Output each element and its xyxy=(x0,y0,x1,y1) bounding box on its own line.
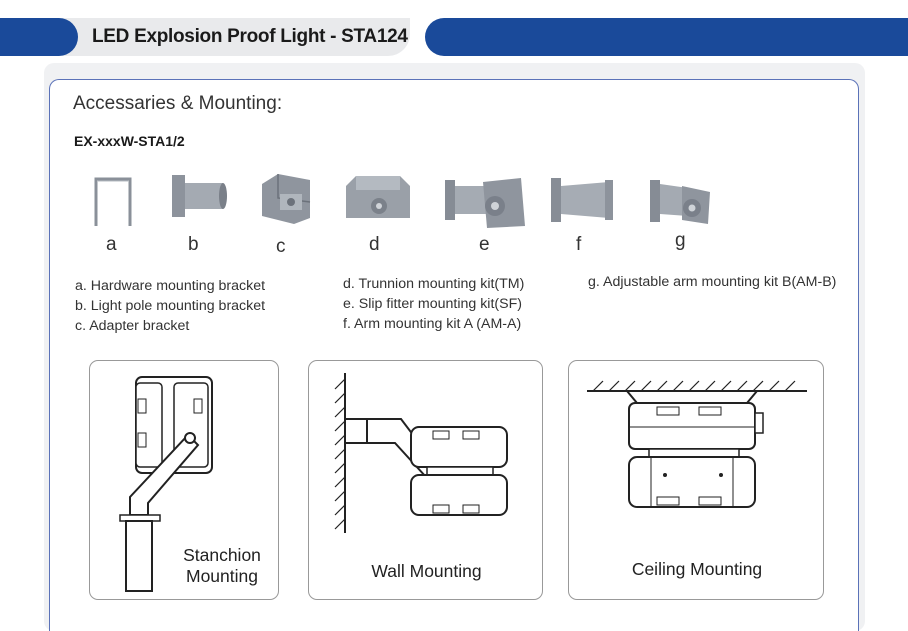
stanchion-label-line1: Stanchion xyxy=(183,545,261,565)
description-b: b. Light pole mounting bracket xyxy=(75,298,266,314)
stanchion-mount-box: Stanchion Mounting xyxy=(89,360,279,600)
description-c: c. Adapter bracket xyxy=(75,318,190,334)
ceiling-mount-label: Ceiling Mounting xyxy=(631,559,763,579)
accessory-letter-d: d xyxy=(369,234,380,255)
stanchion-mount-label: Stanchion Mounting xyxy=(172,545,272,587)
slip-fitter-icon xyxy=(443,176,527,232)
accessory-letter-e: e xyxy=(479,234,490,255)
header-bar xyxy=(425,18,908,56)
hardware-bracket-icon xyxy=(94,176,132,228)
model-code: EX-xxxW-STA1/2 xyxy=(74,133,185,149)
light-pole-bracket-icon xyxy=(170,173,228,219)
wall-mount-icon xyxy=(331,373,521,533)
description-column-1: a. Hardware mounting bracket b. Light po… xyxy=(75,276,265,336)
adjustable-arm-kit-icon xyxy=(648,176,714,226)
wall-mount-box: Wall Mounting xyxy=(308,360,543,600)
title-accent xyxy=(0,18,78,56)
accessory-letter-g: g xyxy=(675,230,686,251)
description-e: e. Slip fitter mounting kit(SF) xyxy=(343,296,522,312)
trunnion-kit-icon xyxy=(344,172,414,222)
adapter-bracket-icon xyxy=(258,170,314,226)
wall-mount-label: Wall Mounting xyxy=(371,561,482,581)
accessory-letter-c: c xyxy=(276,236,286,257)
description-f: f. Arm mounting kit A (AM-A) xyxy=(343,316,522,332)
description-a: a. Hardware mounting bracket xyxy=(75,278,266,294)
stanchion-label-line2: Mounting xyxy=(186,566,258,586)
description-column-3: g. Adjustable arm mounting kit B(AM-B) xyxy=(588,272,836,292)
ceiling-mount-box: Ceiling Mounting xyxy=(568,360,824,600)
title-tab xyxy=(0,18,410,56)
section-title: Accessaries & Mounting: xyxy=(73,93,283,114)
description-g: g. Adjustable arm mounting kit B(AM-B) xyxy=(588,274,837,290)
accessory-letter-b: b xyxy=(188,234,199,255)
description-column-2: d. Trunnion mounting kit(TM) e. Slip fit… xyxy=(343,274,524,334)
page-title: LED Explosion Proof Light - STA124 xyxy=(92,26,408,47)
accessory-letter-a: a xyxy=(106,234,117,255)
accessory-letter-f: f xyxy=(576,234,582,255)
stanchion-mount-icon xyxy=(118,375,218,595)
description-d: d. Trunnion mounting kit(TM) xyxy=(343,276,525,292)
ceiling-mount-icon xyxy=(587,377,807,517)
arm-mounting-kit-icon xyxy=(549,176,615,224)
